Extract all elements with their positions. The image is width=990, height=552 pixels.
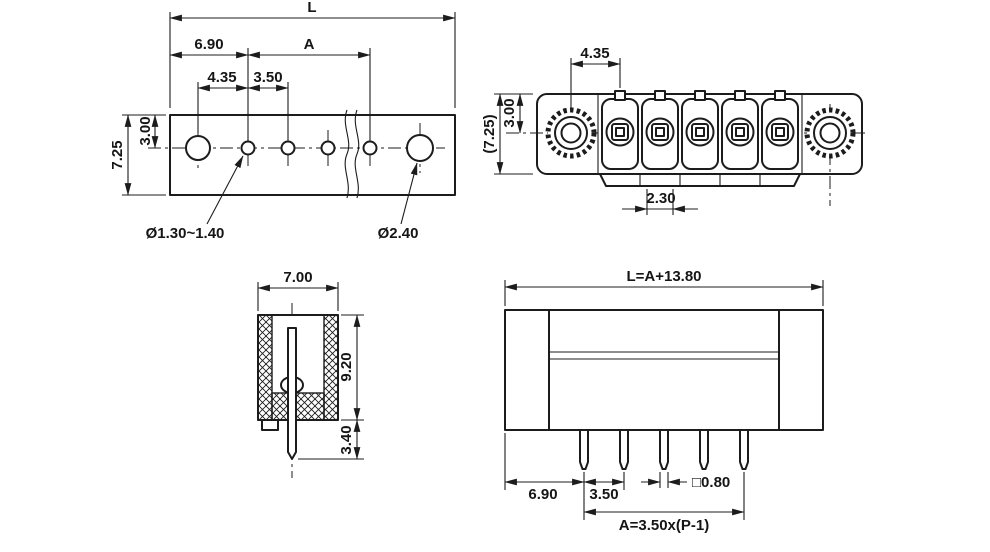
mounting-hole-right — [406, 134, 434, 162]
knurled-screw-left — [545, 107, 597, 159]
dim-label-span-A: A — [304, 36, 315, 53]
mounting-foot — [261, 419, 279, 431]
outline-end-sections — [548, 310, 780, 430]
outline-detail-lines — [549, 351, 779, 360]
housing-wall-right — [323, 314, 339, 421]
leader-large-hole — [400, 162, 418, 225]
view-outline: L=A+13.80 6.90 3.50 □0.80 A=3.50x(P-1) — [504, 268, 824, 534]
dim-label-foot-width: 2.30 — [646, 190, 675, 207]
mounting-feet-strip — [599, 173, 801, 187]
view-front: 4.35 (7.25) 3.00 2.30 — [481, 45, 868, 215]
pin-hole-1 — [240, 140, 256, 156]
pin-hole-3 — [320, 140, 336, 156]
dim-label-front-screw-to-pole: 4.35 — [580, 45, 609, 62]
pcb-board-outline — [169, 114, 456, 196]
dim-label-outline-pitch: 3.50 — [589, 486, 618, 503]
end-cap-divider-lines — [597, 94, 803, 174]
pin-hole-4 — [362, 140, 378, 156]
dim-label-length-formula: L=A+13.80 — [626, 268, 701, 285]
solder-pin-2 — [619, 429, 629, 470]
housing-wall-left — [257, 314, 273, 421]
dim-label-edge-to-centerline: 3.00 — [137, 116, 154, 145]
terminal-module-4 — [721, 90, 759, 170]
dim-label-housing-height: 9.20 — [338, 352, 355, 381]
dim-label-pin-cross-section: □0.80 — [692, 474, 730, 491]
dim-label-pin-protrusion: 3.40 — [338, 425, 355, 454]
dim-label-front-top-to-center: 3.00 — [501, 98, 518, 127]
break-line-1 — [344, 109, 350, 199]
housing-floor — [271, 392, 325, 421]
dim-label-screw-to-pin: 4.35 — [207, 69, 236, 86]
leader-small-hole — [206, 155, 244, 225]
dim-label-small-hole-diameter: Ø1.30~1.40 — [146, 225, 225, 242]
dim-label-pitch: 3.50 — [253, 69, 282, 86]
outline-body — [504, 309, 824, 431]
solder-pin-5 — [739, 429, 749, 470]
terminal-module-2 — [641, 90, 679, 170]
solder-pin-4 — [699, 429, 709, 470]
pin-hole-2 — [280, 140, 296, 156]
solder-pin-1 — [579, 429, 589, 470]
view-pcb-hole-layout: L 6.90 A 4.35 3.50 7.25 3.00 Ø1.30~1.40 … — [109, 0, 456, 242]
dim-label-board-depth: 7.25 — [109, 140, 126, 169]
terminal-module-3 — [681, 90, 719, 170]
dim-label-end-offset: 6.90 — [194, 36, 223, 53]
dim-label-outline-end-offset: 6.90 — [528, 486, 557, 503]
view-side-section: 7.00 9.20 3.40 — [257, 269, 364, 478]
dim-label-span-formula: A=3.50x(P-1) — [619, 517, 709, 534]
solder-pin-3 — [659, 429, 669, 470]
dim-label-overall-length: L — [307, 0, 316, 16]
dim-label-large-hole-diameter: Ø2.40 — [378, 225, 419, 242]
mounting-hole-left — [185, 135, 211, 161]
break-line-2 — [354, 109, 360, 199]
solder-pin-side — [287, 327, 297, 460]
dim-label-front-height-ref: (7.25) — [481, 114, 498, 153]
terminal-module-5 — [761, 90, 799, 170]
dim-label-housing-width: 7.00 — [283, 269, 312, 286]
terminal-module-1 — [601, 90, 639, 170]
knurled-screw-right — [804, 107, 856, 159]
